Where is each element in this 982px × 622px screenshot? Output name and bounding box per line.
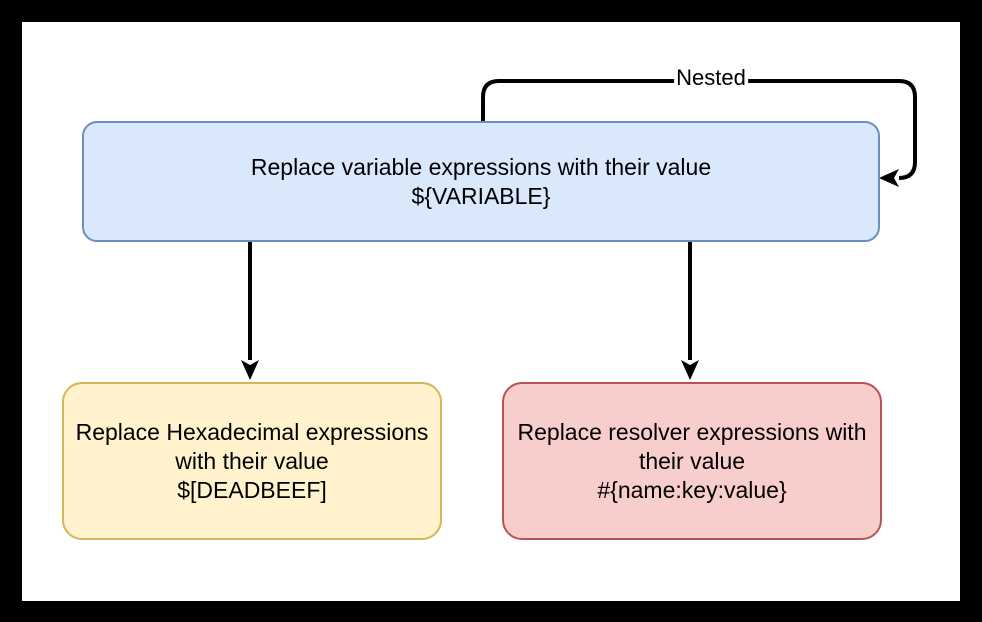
node-text-line: Replace Hexadecimal expressions (75, 418, 429, 445)
node-text-line: #{name:key:value} (597, 476, 787, 503)
node-text-line: $[DEADBEEF] (177, 476, 327, 503)
node-hexadecimal-expressions: Replace Hexadecimal expressions with the… (62, 382, 442, 540)
node-text-line: ${VARIABLE} (411, 182, 551, 209)
node-text-line: their value (638, 447, 746, 474)
node-text-line: Replace resolver expressions with (517, 418, 867, 445)
node-variable-expressions: Replace variable expressions with their … (82, 121, 880, 242)
node-resolver-expressions: Replace resolver expressions with their … (502, 382, 882, 540)
node-text-line: Replace variable expressions with their … (250, 153, 712, 180)
node-text-line: with their value (175, 447, 329, 474)
nested-edge-label: Nested (674, 64, 748, 92)
